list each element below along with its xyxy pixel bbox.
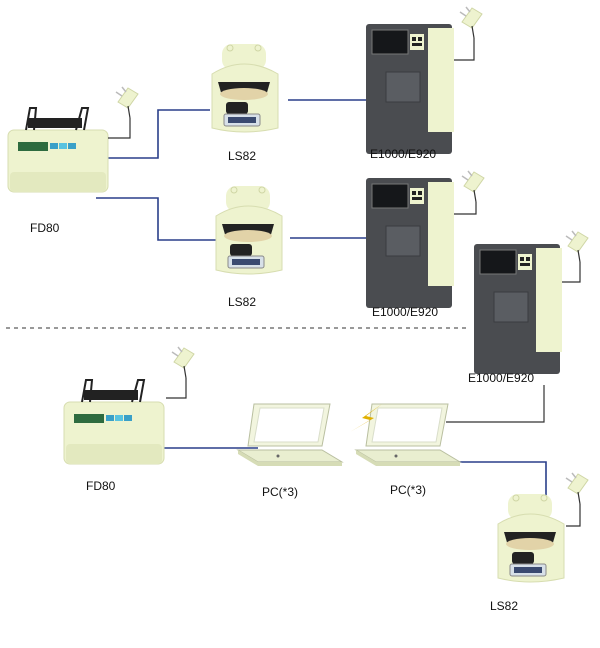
power-plug-icon [171, 346, 195, 379]
e1000-label-right: E1000/E920 [468, 371, 534, 385]
power-plug-icon [565, 230, 589, 263]
ls82-scanner-bottom [497, 493, 565, 583]
fd80-printer-bottom [63, 379, 165, 465]
ls82-label-mid: LS82 [228, 295, 256, 309]
pc-laptop-left [237, 403, 343, 467]
ls82-scanner-top [211, 43, 279, 133]
power-plug-icon [115, 86, 139, 119]
e1000-label-mid: E1000/E920 [372, 305, 438, 319]
ls82-label-top: LS82 [228, 149, 256, 163]
ls82-label-bottom: LS82 [490, 599, 518, 613]
ls82-scanner-mid [215, 185, 283, 275]
cables [96, 99, 547, 500]
power-plug-icon [461, 170, 485, 203]
pc-laptop-right [355, 403, 461, 467]
pc-label-left: PC(*3) [262, 485, 298, 499]
e1000-instrument-mid [365, 177, 455, 309]
e1000-label-top: E1000/E920 [370, 147, 436, 161]
fd80-label-top: FD80 [30, 221, 60, 235]
fd80-label-bottom: FD80 [86, 479, 116, 493]
e1000-instrument-top [365, 23, 455, 155]
power-plug-icon [459, 6, 483, 39]
lightning-bolt-icon [350, 404, 382, 432]
power-plug-icon [565, 472, 589, 505]
e1000-instrument-right [473, 243, 563, 375]
fd80-printer-top [7, 107, 109, 193]
pc-label-right: PC(*3) [390, 483, 426, 497]
